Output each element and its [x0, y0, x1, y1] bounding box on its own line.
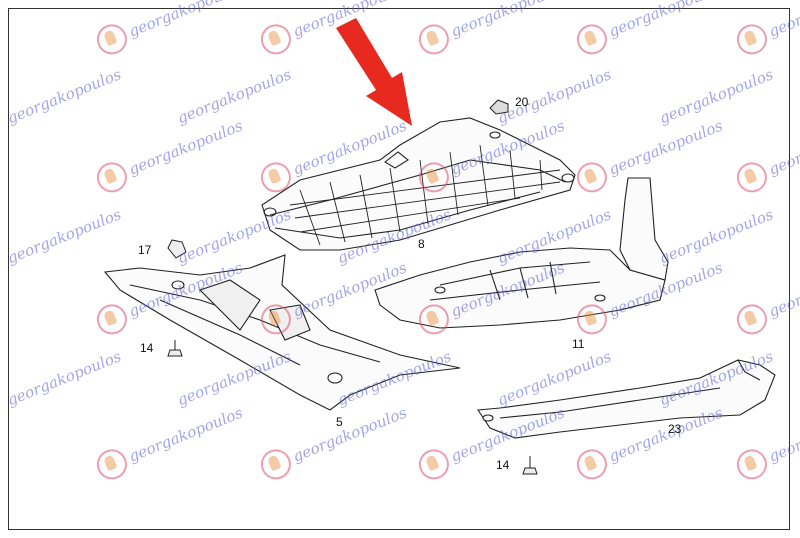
part-11-center-cover[interactable]: [374, 177, 669, 329]
part-14-bolt-upper[interactable]: [167, 340, 183, 357]
callout-17: 17: [138, 243, 152, 257]
callout-14-upper: 14: [140, 341, 154, 355]
callout-8: 8: [418, 237, 425, 251]
callout-5: 5: [336, 415, 343, 429]
part-20-clip[interactable]: [489, 99, 509, 115]
callout-20: 20: [515, 95, 529, 109]
part-17-nut[interactable]: [167, 239, 187, 259]
part-23-side-panel[interactable]: [477, 359, 776, 439]
part-5-front-panel[interactable]: [103, 254, 461, 411]
callout-23: 23: [668, 422, 682, 436]
part-8-undertray[interactable]: [261, 117, 576, 251]
part-14-bolt-lower[interactable]: [522, 456, 538, 475]
highlight-arrow-icon: [336, 18, 412, 126]
callout-14-lower: 14: [496, 458, 510, 472]
callout-11: 11: [572, 337, 585, 351]
